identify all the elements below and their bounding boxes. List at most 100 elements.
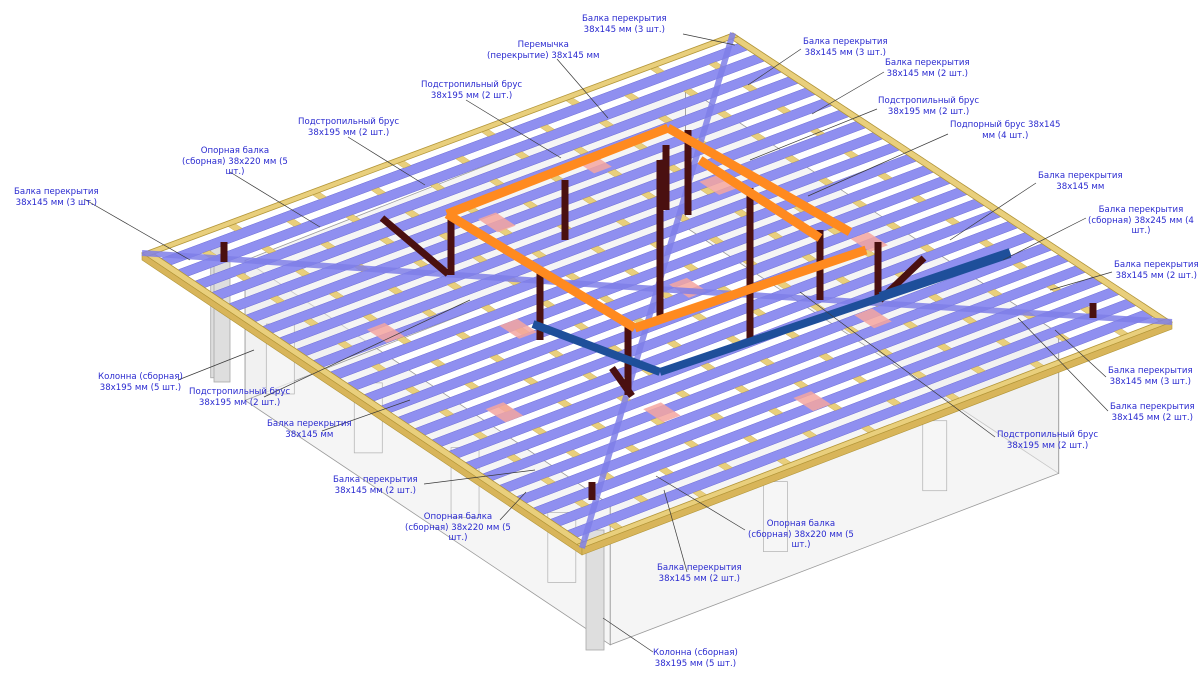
blocking-piece (658, 467, 674, 476)
blocking-piece (421, 309, 437, 318)
blocking-piece (675, 390, 691, 398)
leader-line (423, 469, 536, 485)
blocking-piece (734, 385, 750, 394)
blocking-piece (345, 214, 361, 223)
brace (609, 365, 635, 399)
blocking-piece (531, 250, 547, 259)
blocking-piece (877, 172, 893, 181)
blocking-piece (328, 291, 344, 300)
blocking-piece (565, 449, 581, 458)
blocking-patch (643, 402, 681, 423)
blocking-piece (599, 295, 615, 304)
blocking-piece (464, 381, 480, 390)
blocking-piece (767, 231, 783, 240)
blocking-piece (995, 338, 1011, 347)
blocking-piece (928, 293, 944, 302)
blocking-piece (472, 255, 488, 263)
blocking-piece (919, 244, 935, 253)
blocking-piece (379, 237, 395, 245)
blocking-piece (506, 454, 522, 463)
blocking-piece (472, 431, 488, 440)
blocking-piece (430, 359, 446, 367)
blocking-piece (362, 313, 378, 322)
blocking-piece (573, 146, 589, 155)
blocking-patch (854, 308, 892, 329)
blocking-piece (784, 155, 800, 164)
leader-line (499, 491, 527, 521)
blocking-piece (708, 236, 724, 245)
blocking-piece (590, 422, 606, 431)
ridge-beam (665, 124, 853, 236)
blocking-piece (320, 241, 336, 250)
blocking-piece (657, 115, 673, 124)
blocking-piece (683, 440, 699, 448)
blocking-piece (902, 321, 919, 329)
blocking-piece (962, 316, 978, 325)
blocking-piece (809, 128, 825, 137)
blocking-piece (624, 444, 640, 453)
blocking-piece (970, 365, 986, 374)
blocking-piece (413, 259, 429, 268)
brace (379, 215, 451, 277)
blocking-piece (633, 494, 649, 503)
leader-line (1049, 271, 1113, 291)
blocking-piece (700, 362, 716, 371)
blocking-piece (489, 354, 505, 363)
blocking-patch (699, 175, 737, 195)
blocking-piece (793, 380, 809, 389)
blocking-piece (522, 200, 538, 209)
blocking-piece (717, 110, 733, 119)
blocking-piece (624, 93, 640, 101)
blocking-piece (303, 318, 319, 327)
blocking-piece (531, 426, 547, 435)
blocking-piece (742, 83, 758, 92)
blocking-piece (818, 353, 834, 362)
blocking-piece (540, 476, 556, 485)
blocking-piece (523, 377, 539, 385)
blocking-piece (683, 263, 699, 272)
blocking-piece (396, 336, 412, 345)
blocking-piece (598, 119, 614, 128)
blocking-piece (759, 358, 775, 366)
blocking-piece (574, 499, 590, 508)
blocking-piece (295, 268, 311, 277)
leader-line (749, 108, 878, 161)
leader-line (1002, 217, 1087, 261)
blocking-piece (438, 408, 454, 417)
leader-line (229, 171, 321, 228)
blocking-piece (911, 370, 927, 379)
leader-line (465, 99, 562, 159)
blocking-piece (455, 331, 471, 340)
blocking-piece (776, 106, 792, 114)
blocking-piece (801, 430, 818, 439)
blocking-piece (666, 340, 682, 349)
leader-line (1054, 329, 1107, 378)
blocking-piece (1012, 261, 1028, 270)
blocking-piece (885, 222, 901, 230)
leader-line (747, 48, 802, 86)
leader-line (663, 489, 688, 573)
ridge-beam (633, 245, 868, 333)
blocking-piece (911, 195, 927, 203)
leader-line (682, 33, 736, 46)
blocking-piece (557, 399, 573, 408)
blocking-piece (430, 182, 446, 191)
rim-beams-layer (141, 32, 1173, 556)
blocking-piece (582, 372, 598, 381)
leader-line (602, 617, 654, 653)
blocking-piece (582, 196, 598, 205)
ridge-beam (445, 123, 670, 219)
blocking-piece (370, 187, 386, 196)
blocking-piece (641, 191, 657, 200)
